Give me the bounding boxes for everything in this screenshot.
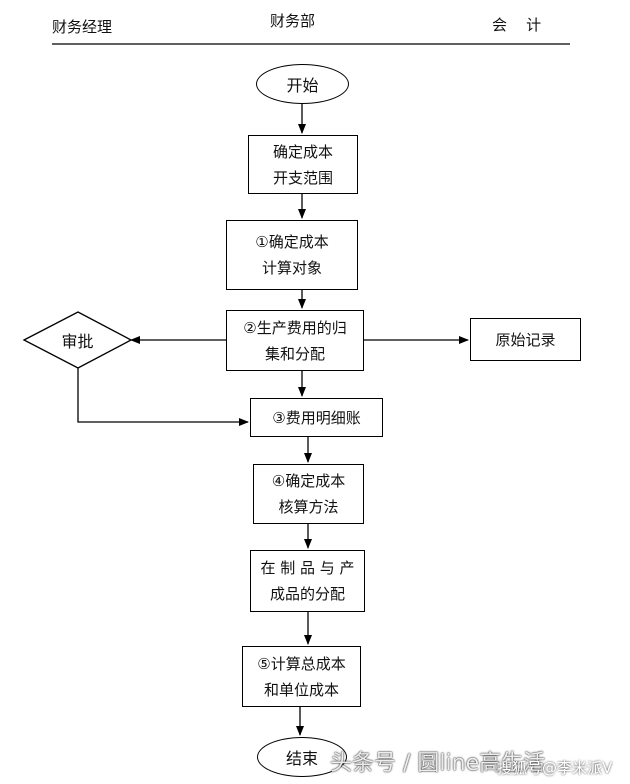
watermark-corner: 搜狐号@李米派V: [497, 759, 613, 777]
header-accountant: 会 计: [492, 16, 542, 34]
start-node: 开始: [256, 64, 349, 104]
step-expense-ledger: ③费用明细账: [250, 398, 383, 437]
watermark-main: 头条号 / 圆line高生活: [330, 751, 546, 776]
step-cost-object: ①确定成本 计算对象: [226, 220, 358, 290]
header-finance-manager: 财务经理: [52, 18, 113, 36]
header-finance-dept: 财务部: [270, 12, 316, 30]
original-records-box: 原始记录: [470, 318, 581, 361]
approve-label: 审批: [61, 332, 94, 351]
step-compute-cost: ⑤计算总成本 和单位成本: [242, 646, 361, 707]
step-accounting-method: ④确定成本 核算方法: [253, 464, 364, 524]
approve-diamond: [22, 311, 133, 369]
step-wip-allocation: 在 制 品 与 产 成品的分配: [250, 550, 365, 612]
arrow-approve-to-ledger: [77, 368, 249, 426]
step-cost-collection: ②生产费用的归 集和分配: [226, 310, 364, 371]
end-node: 结束: [257, 737, 347, 777]
step-cost-scope: 确定成本 开支范围: [248, 135, 358, 194]
